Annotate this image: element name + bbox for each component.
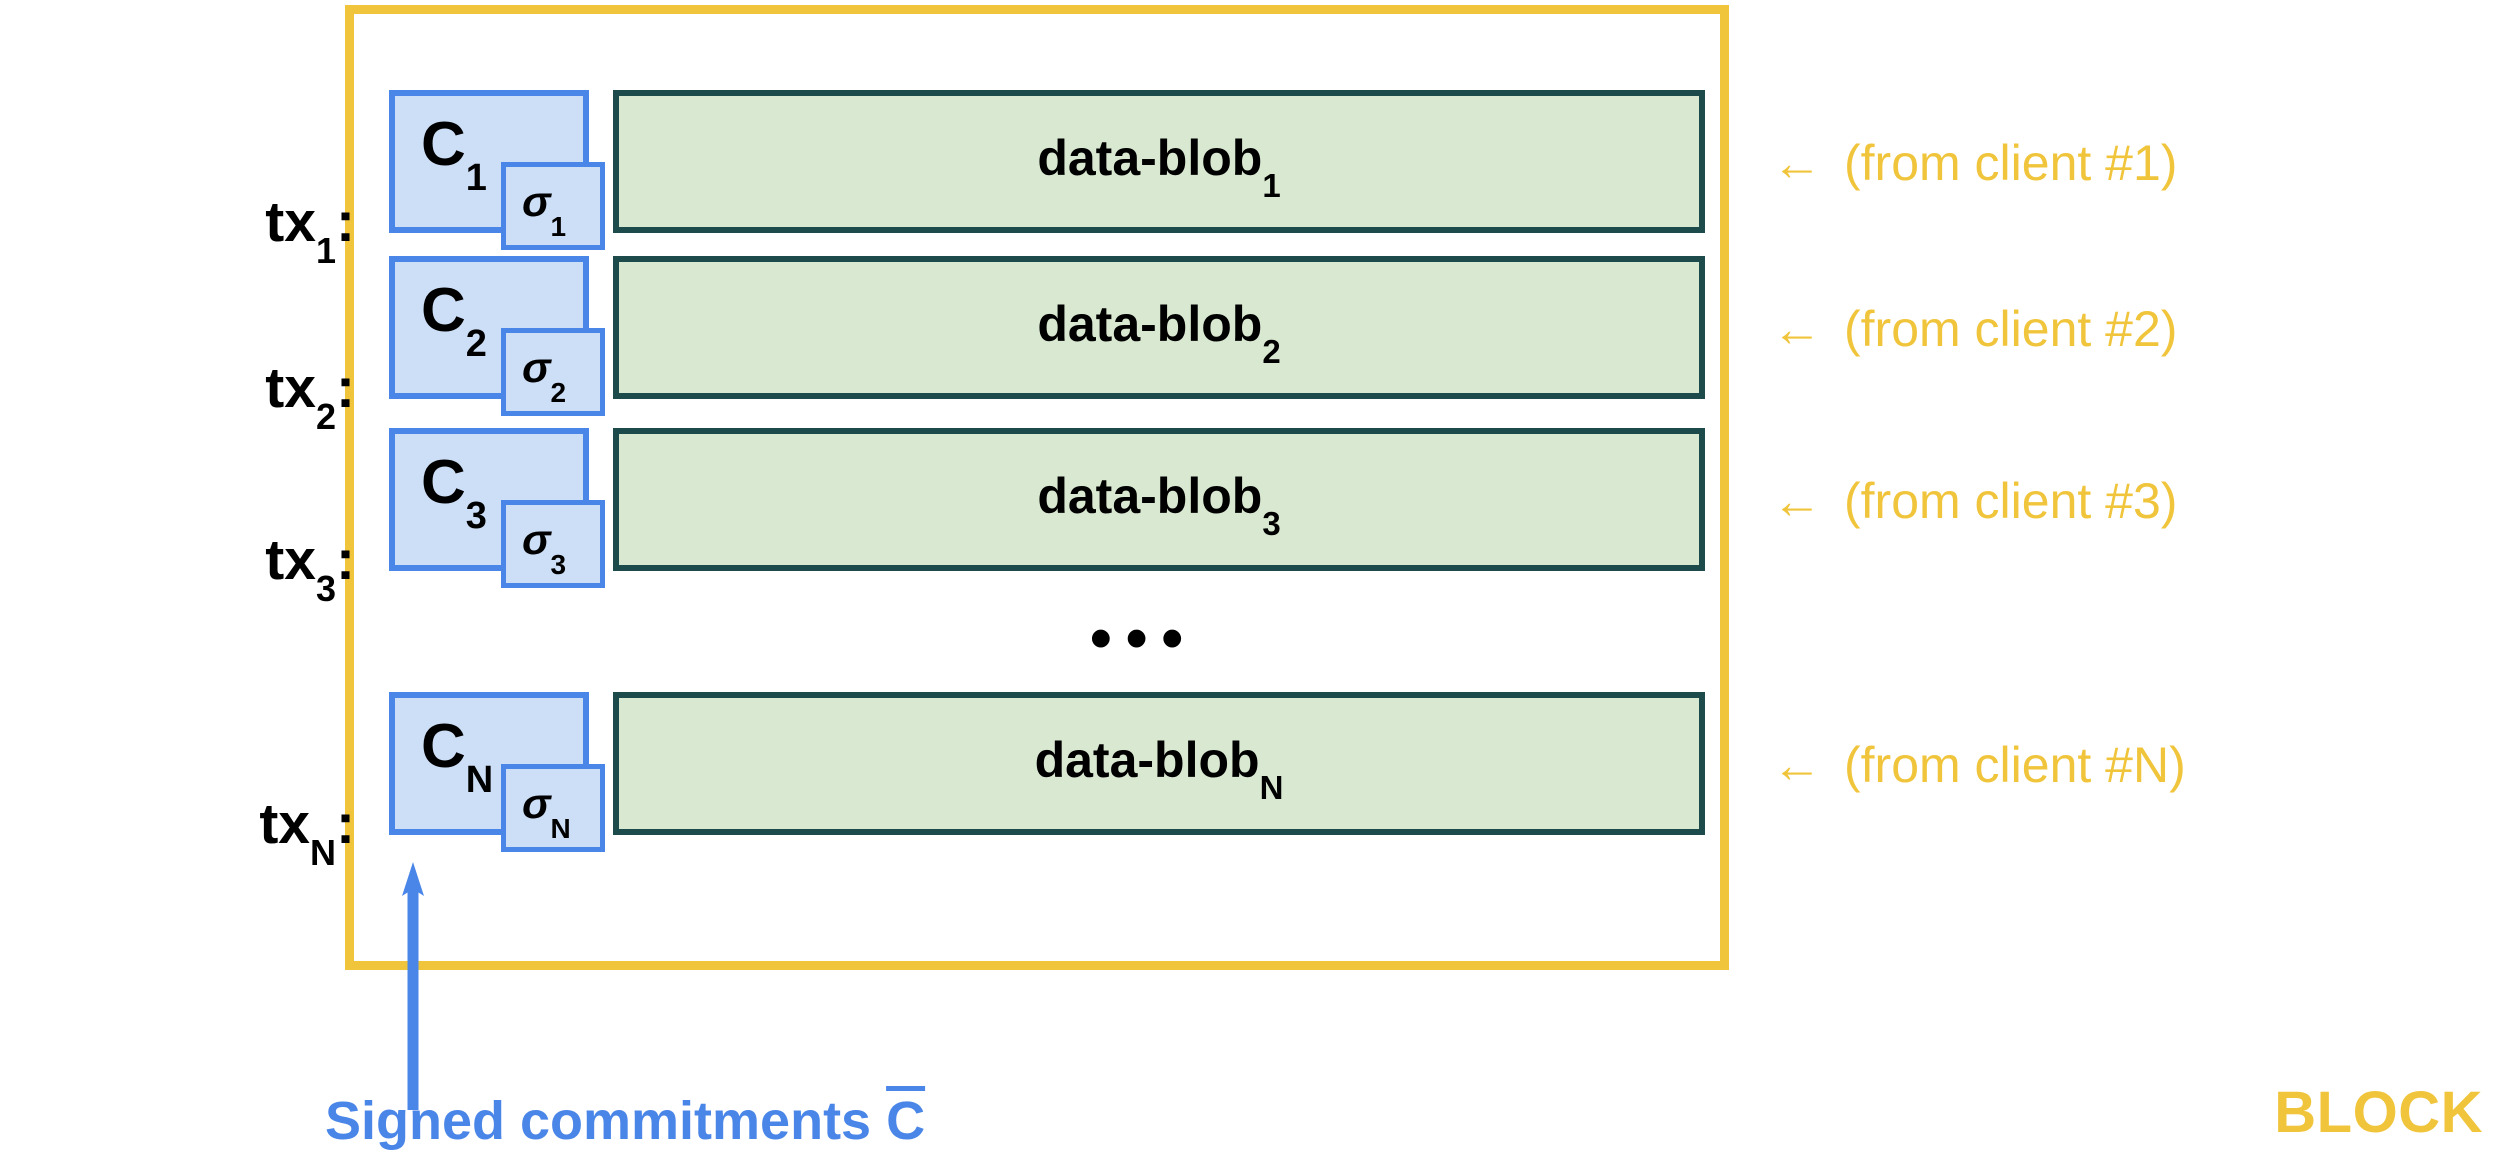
- signature-box: σ3: [501, 500, 605, 588]
- left-arrow-icon: ←: [1772, 737, 1822, 793]
- tx-label-subscript: N: [310, 832, 337, 874]
- tx-label-colon: :: [336, 190, 355, 254]
- left-arrow-icon: ←: [1772, 473, 1822, 529]
- data-blob-box: data-blobN: [613, 692, 1705, 835]
- block-label: BLOCK: [2274, 1080, 2483, 1145]
- signature-label: σN: [522, 780, 571, 844]
- signature-box: σ2: [501, 328, 605, 416]
- up-arrow-icon: [402, 862, 424, 1110]
- tx-label-subscript: 3: [315, 568, 337, 610]
- data-blob-label: data-blob3: [1037, 467, 1281, 542]
- client-annotation-text: (from client #N): [1844, 737, 2186, 793]
- signature-label: σ3: [522, 516, 567, 580]
- commitment-box: C1 σ1: [389, 90, 605, 250]
- client-annotation-text: (from client #2): [1844, 301, 2178, 357]
- data-blob-box: data-blob2: [613, 256, 1705, 399]
- client-annotation: ← (from client #N): [1772, 740, 2186, 790]
- caption-symbol: C: [886, 1091, 926, 1151]
- caption-text: Signed commitments: [325, 1091, 887, 1151]
- commitment-label: C2: [421, 276, 487, 366]
- tx-label-prefix: tx: [265, 356, 316, 420]
- commitment-box: C2 σ2: [389, 256, 605, 416]
- commitment-box: CN σN: [389, 692, 605, 852]
- left-arrow-icon: ←: [1772, 135, 1822, 191]
- data-blob-box: data-blob3: [613, 428, 1705, 571]
- tx-label: txN:: [195, 796, 355, 871]
- tx-label-subscript: 2: [315, 396, 337, 438]
- commitment-label: C3: [421, 448, 487, 538]
- commitment-label: CN: [421, 712, 494, 802]
- client-annotation-text: (from client #1): [1844, 135, 2178, 191]
- commitment-box: C3 σ3: [389, 428, 605, 588]
- signature-box: σN: [501, 764, 605, 852]
- tx-label-subscript: 1: [315, 230, 337, 272]
- tx-label-prefix: tx: [265, 190, 316, 254]
- tx-label-prefix: tx: [259, 792, 311, 856]
- client-annotation-text: (from client #3): [1844, 473, 2178, 529]
- signature-label: σ1: [522, 178, 567, 242]
- tx-label-colon: :: [336, 356, 355, 420]
- left-arrow-icon: ←: [1772, 301, 1822, 357]
- ellipsis: •••: [1090, 604, 1198, 673]
- tx-label-prefix: tx: [265, 528, 316, 592]
- data-blob-label: data-blob2: [1037, 295, 1281, 370]
- signed-commitments-caption: Signed commitments C: [325, 1094, 925, 1148]
- signature-box: σ1: [501, 162, 605, 250]
- client-annotation: ← (from client #2): [1772, 304, 2177, 354]
- tx-label: tx3:: [195, 532, 355, 607]
- data-blob-label: data-blob1: [1037, 129, 1281, 204]
- tx-label-colon: :: [336, 528, 355, 592]
- tx-label-colon: :: [336, 792, 355, 856]
- block-frame: [345, 5, 1729, 970]
- tx-label: tx2:: [195, 360, 355, 435]
- client-annotation: ← (from client #1): [1772, 138, 2177, 188]
- data-blob-box: data-blob1: [613, 90, 1705, 233]
- commitment-label: C1: [421, 110, 487, 200]
- tx-label: tx1:: [195, 194, 355, 269]
- client-annotation: ← (from client #3): [1772, 476, 2177, 526]
- data-blob-label: data-blobN: [1034, 731, 1284, 806]
- signature-label: σ2: [522, 344, 567, 408]
